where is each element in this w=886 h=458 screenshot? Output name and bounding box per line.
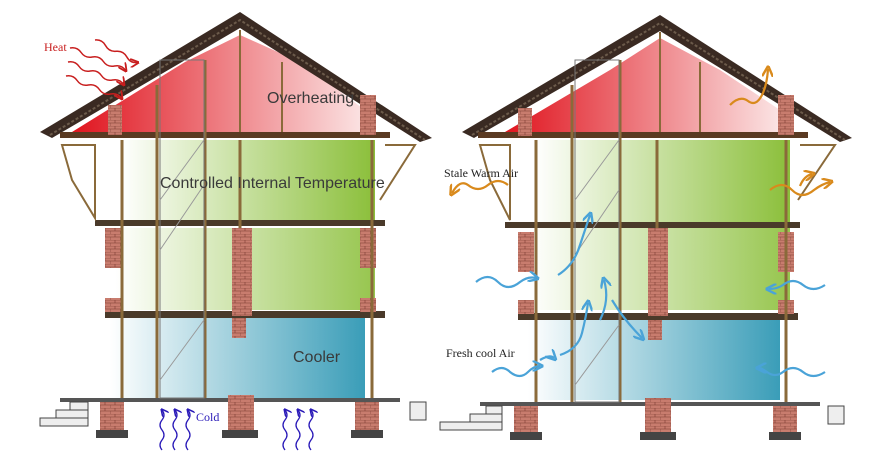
cold-arrow [282,410,287,451]
right-floor-slab-attic [478,132,808,138]
cold-arrow [172,410,177,451]
right-building [439,15,852,440]
fresh-air-arrow [559,303,588,357]
fresh-air-arrows [475,215,826,378]
cold-arrow [308,410,313,451]
heat-arrow [94,39,138,64]
cold-arrow [185,410,190,451]
right-upper-warm-zone [535,140,790,225]
fresh-air-arrow [539,356,554,360]
fresh-air-arrow [759,368,826,378]
stale-air-arrow [452,179,509,193]
heat-label: Heat [44,40,67,54]
right-floor-slab-upper [505,222,800,228]
fresh-cool-air-label: Fresh cool Air [446,346,515,360]
stale-warm-air-label: Stale Warm Air [444,166,519,180]
controlled-temperature-label: Controlled Internal Temperature [160,175,385,192]
right-floor-slab-middle [518,313,798,320]
heat-arrow [67,60,124,86]
fresh-air-arrow [491,366,540,378]
cold-arrows [159,410,313,451]
stale-air-arrow [769,182,830,197]
right-chimney [778,95,794,135]
stale-air-arrow [729,69,768,106]
left-building [39,12,432,438]
cold-label: Cold [196,410,220,424]
cooler-label: Cooler [293,349,341,366]
right-attic-heat-zone [505,38,780,132]
left-upper-warm-zone [120,140,375,225]
cold-arrow [159,410,164,451]
left-chimney [360,95,376,135]
stale-air-arrow [798,174,812,187]
cold-arrow [295,410,300,451]
fresh-air-arrow [475,277,536,289]
heat-arrows [65,39,138,100]
heat-arrow [65,74,122,100]
fresh-air-arrow [557,215,590,276]
fresh-air-arrow [769,279,826,289]
fresh-air-arrow [611,299,642,338]
stale-air-arrows [452,69,830,195]
left-floor-slab-attic [60,132,390,138]
fresh-air-arrow [599,280,606,321]
overheating-label: Overheating [267,90,355,107]
heat-arrow [69,46,126,72]
